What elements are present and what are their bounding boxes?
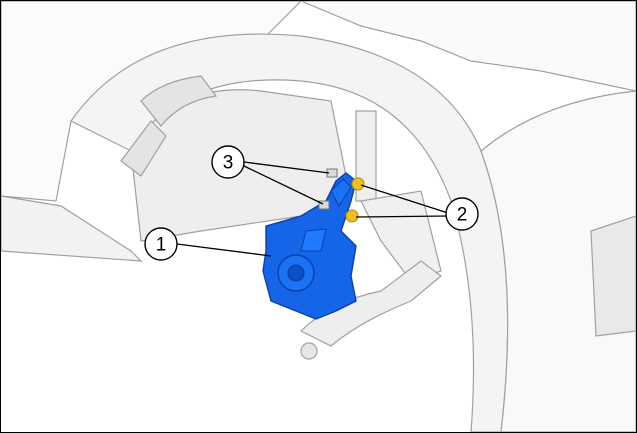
leader-lines [176,161,449,257]
callout-knuckle-label: 1 [156,235,167,256]
callout-bolts-label: 3 [223,153,234,174]
nuts [345,177,365,223]
callout-nuts-label: 2 [457,205,468,226]
callout-nuts: 2 [445,197,479,231]
steering-knuckle [262,172,357,320]
callout-knuckle: 1 [144,227,178,261]
callout-bolts: 3 [211,145,245,179]
